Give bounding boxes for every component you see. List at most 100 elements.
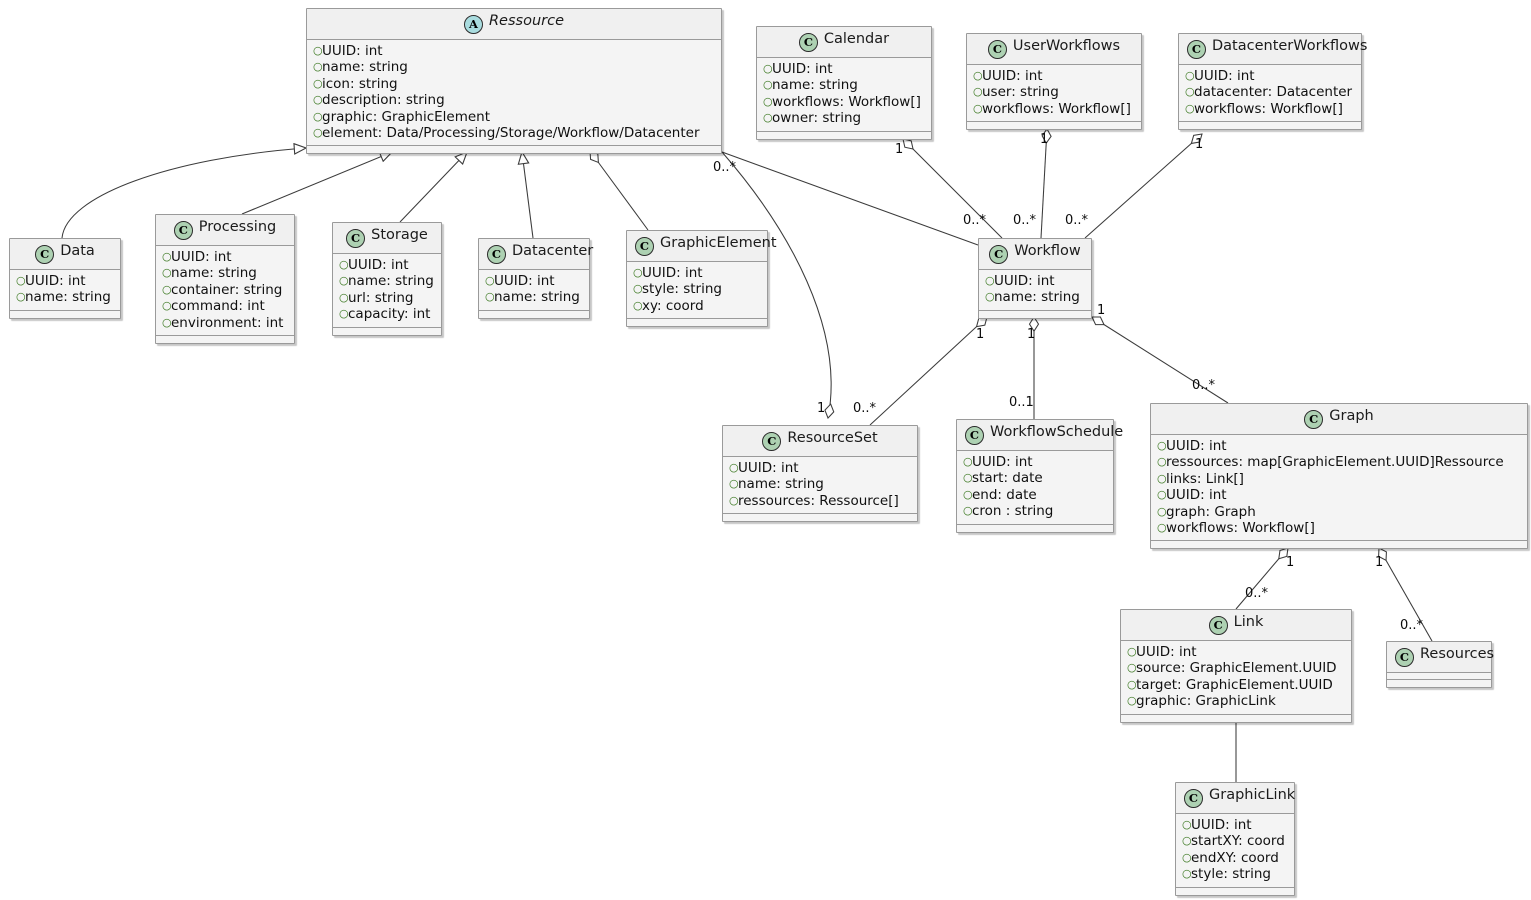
- abstract-class-icon: A: [463, 15, 483, 34]
- attribute-text: target: GraphicElement.UUID: [1136, 676, 1333, 693]
- attribute-row: ○name: string: [763, 77, 925, 93]
- visibility-public-icon: ○: [1157, 488, 1167, 502]
- multiplicity-label: 1: [1097, 303, 1106, 318]
- attribute-row: ○UUID: int: [339, 257, 435, 273]
- attribute-row: ○datacenter: Datacenter: [1185, 84, 1355, 100]
- multiplicity-label: 0..*: [1245, 586, 1269, 601]
- attribute-row: ○name: string: [485, 289, 583, 305]
- multiplicity-label: 1: [1027, 327, 1036, 342]
- class-icon: C: [1187, 40, 1206, 59]
- attribute-row: ○capacity: int: [339, 306, 435, 322]
- attribute-row: ○container: string: [162, 282, 288, 298]
- attribute-text: workflows: Workflow[]: [1194, 100, 1343, 117]
- attribute-text: UUID: int: [1166, 438, 1227, 454]
- class-methods-graphiclink: [1176, 887, 1294, 895]
- visibility-public-icon: ○: [162, 250, 172, 263]
- class-icon: C: [965, 426, 984, 445]
- attribute-row: ○UUID: int: [985, 273, 1085, 289]
- attribute-text: element: Data/Processing/Storage/Workflo…: [322, 125, 700, 142]
- class-attributes-data: ○UUID: int○name: string: [10, 270, 120, 311]
- attribute-text: start: date: [972, 470, 1043, 487]
- class-name-workflowschedule: WorkflowSchedule: [990, 424, 1124, 440]
- class-name-processing: Processing: [198, 219, 277, 235]
- class-icon: C: [346, 229, 366, 248]
- edge-datacenter-ressource: [522, 152, 534, 239]
- class-name-resources: Resources: [1420, 646, 1495, 662]
- visibility-public-icon: ○: [963, 471, 973, 485]
- attribute-row: ○workflows: Workflow[]: [1157, 520, 1521, 536]
- attribute-text: UUID: int: [772, 61, 833, 77]
- visibility-public-icon: ○: [485, 274, 495, 287]
- visibility-public-icon: ○: [763, 78, 773, 92]
- attribute-text: name: string: [994, 289, 1080, 306]
- attribute-row: ○end: date: [963, 487, 1107, 503]
- class-attributes-userworkflows: ○UUID: int○user: string○workflows: Workf…: [967, 65, 1141, 123]
- class-header-workflowschedule: C WorkflowSchedule: [957, 420, 1123, 451]
- attribute-row: ○UUID: int: [313, 43, 715, 59]
- visibility-public-icon: ○: [1127, 694, 1137, 708]
- attribute-text: UUID: int: [322, 43, 383, 59]
- attribute-text: user: string: [982, 84, 1059, 101]
- class-attributes-resourceset: ○UUID: int○name: string○ressources: Ress…: [723, 457, 917, 515]
- multiplicity-label: 0..1: [1009, 395, 1034, 410]
- attribute-row: ○environment: int: [162, 315, 288, 331]
- visibility-public-icon: ○: [313, 60, 323, 74]
- multiplicity-label: 0..*: [1065, 213, 1089, 228]
- class-box-workflowschedule[interactable]: C WorkflowSchedule ○UUID: int○start: date○…: [956, 419, 1123, 533]
- attribute-row: ○UUID: int: [1157, 487, 1521, 503]
- multiplicity-label: 1: [1375, 555, 1384, 570]
- visibility-public-icon: ○: [1182, 818, 1192, 831]
- class-icon: C: [1184, 789, 1203, 808]
- multiplicity-label: 0..*: [1013, 213, 1037, 228]
- class-icon: C: [798, 33, 818, 52]
- class-attributes-datacenterworkflows: ○UUID: int○datacenter: Datacenter○workfl…: [1179, 65, 1361, 123]
- visibility-public-icon: ○: [729, 461, 739, 474]
- attribute-text: workflows: Workflow[]: [982, 100, 1131, 117]
- class-methods-datacenter: [479, 310, 589, 318]
- edge-calendar-workflow: [903, 139, 1003, 239]
- visibility-public-icon: ○: [763, 62, 773, 75]
- class-name-graph: Graph: [1329, 408, 1374, 424]
- class-name-datacenter: Datacenter: [512, 243, 594, 259]
- visibility-public-icon: ○: [162, 282, 172, 296]
- class-icon: C: [987, 40, 1007, 59]
- attribute-row: ○UUID: int: [633, 265, 761, 281]
- attribute-text: UUID: int: [994, 273, 1055, 289]
- attribute-text: command: int: [171, 298, 265, 315]
- visibility-public-icon: ○: [963, 455, 973, 468]
- visibility-public-icon: ○: [1157, 439, 1167, 452]
- attribute-text: ressources: map[GraphicElement.UUID]Ress…: [1166, 454, 1504, 471]
- visibility-public-icon: ○: [973, 85, 983, 99]
- class-attributes-workflowschedule: ○UUID: int○start: date○end: date○cron : …: [957, 451, 1113, 525]
- attribute-text: name: string: [494, 289, 580, 306]
- visibility-public-icon: ○: [1182, 834, 1192, 848]
- visibility-public-icon: ○: [763, 111, 773, 125]
- attribute-row: ○name: string: [985, 289, 1085, 305]
- visibility-public-icon: ○: [963, 487, 973, 501]
- attribute-row: ○graph: Graph: [1157, 504, 1521, 520]
- multiplicity-label: 0..*: [1192, 378, 1216, 393]
- attribute-row: ○UUID: int: [1127, 644, 1345, 660]
- attribute-row: ○links: Link[]: [1157, 471, 1521, 487]
- class-icon: C: [1208, 616, 1228, 635]
- visibility-public-icon: ○: [973, 69, 983, 82]
